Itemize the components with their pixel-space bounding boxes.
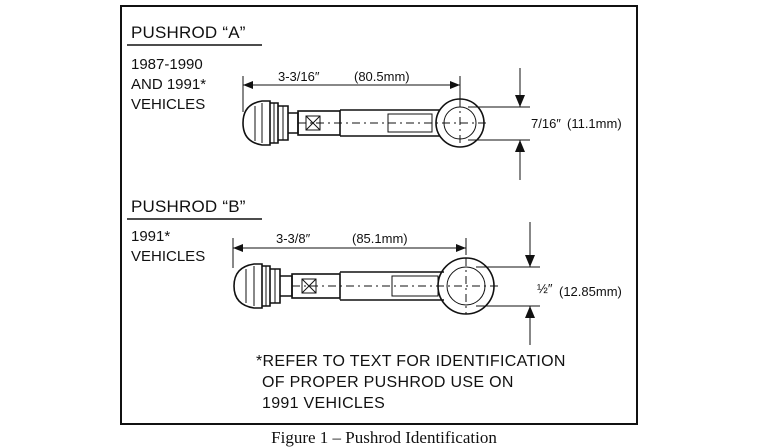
pushrod-a-drawing: [242, 98, 490, 148]
pushrod-a-vehicles-line-1: 1987-1990: [131, 56, 203, 73]
figure-caption: Figure 1 – Pushrod Identification: [271, 428, 497, 447]
pushrod-a-length-arrow-right: [450, 81, 460, 89]
footnote-line-1: *REFER TO TEXT FOR IDENTIFICATION: [256, 353, 566, 370]
pushrod-a-eye-imperial: 7/16″: [531, 116, 561, 131]
pushrod-b-eye-metric: (12.85mm): [559, 284, 622, 299]
pushrod-a-length-arrow-left: [243, 81, 253, 89]
pushrod-b-vehicles-line-2: VEHICLES: [131, 248, 205, 265]
pushrod-a-eye-arrow-bottom: [515, 140, 525, 152]
pushrod-b-length-arrow-left: [233, 244, 243, 252]
figure-frame: [120, 5, 638, 425]
pushrod-a-vehicles-line-2: AND 1991*: [131, 76, 206, 93]
pushrod-a-length-metric: (80.5mm): [354, 69, 410, 84]
pushrod-b-drawing: [233, 257, 500, 315]
pushrod-b-length-imperial: 3-3/8″: [276, 231, 311, 246]
pushrod-a-eye-metric: (11.1mm): [567, 116, 622, 131]
pushrod-b-length-metric: (85.1mm): [352, 231, 408, 246]
pushrod-b-length-arrow-right: [456, 244, 466, 252]
pushrod-b-vehicles-line-1: 1991*: [131, 228, 170, 245]
pushrod-b-eye-arrow-top: [525, 255, 535, 267]
pushrod-b-title: PUSHROD “B”: [131, 197, 246, 216]
pushrod-b-eye-imperial: ½″: [537, 281, 553, 296]
pushrod-a-vehicles-line-3: VEHICLES: [131, 96, 205, 113]
pushrod-a-eye-arrow-top: [515, 95, 525, 107]
footnote-line-2: OF PROPER PUSHROD USE ON: [262, 374, 514, 391]
pushrod-a-title: PUSHROD “A”: [131, 23, 246, 42]
pushrod-a-length-imperial: 3-3/16″: [278, 69, 320, 84]
pushrod-b-eye-arrow-bottom: [525, 306, 535, 318]
footnote-line-3: 1991 VEHICLES: [262, 395, 385, 412]
